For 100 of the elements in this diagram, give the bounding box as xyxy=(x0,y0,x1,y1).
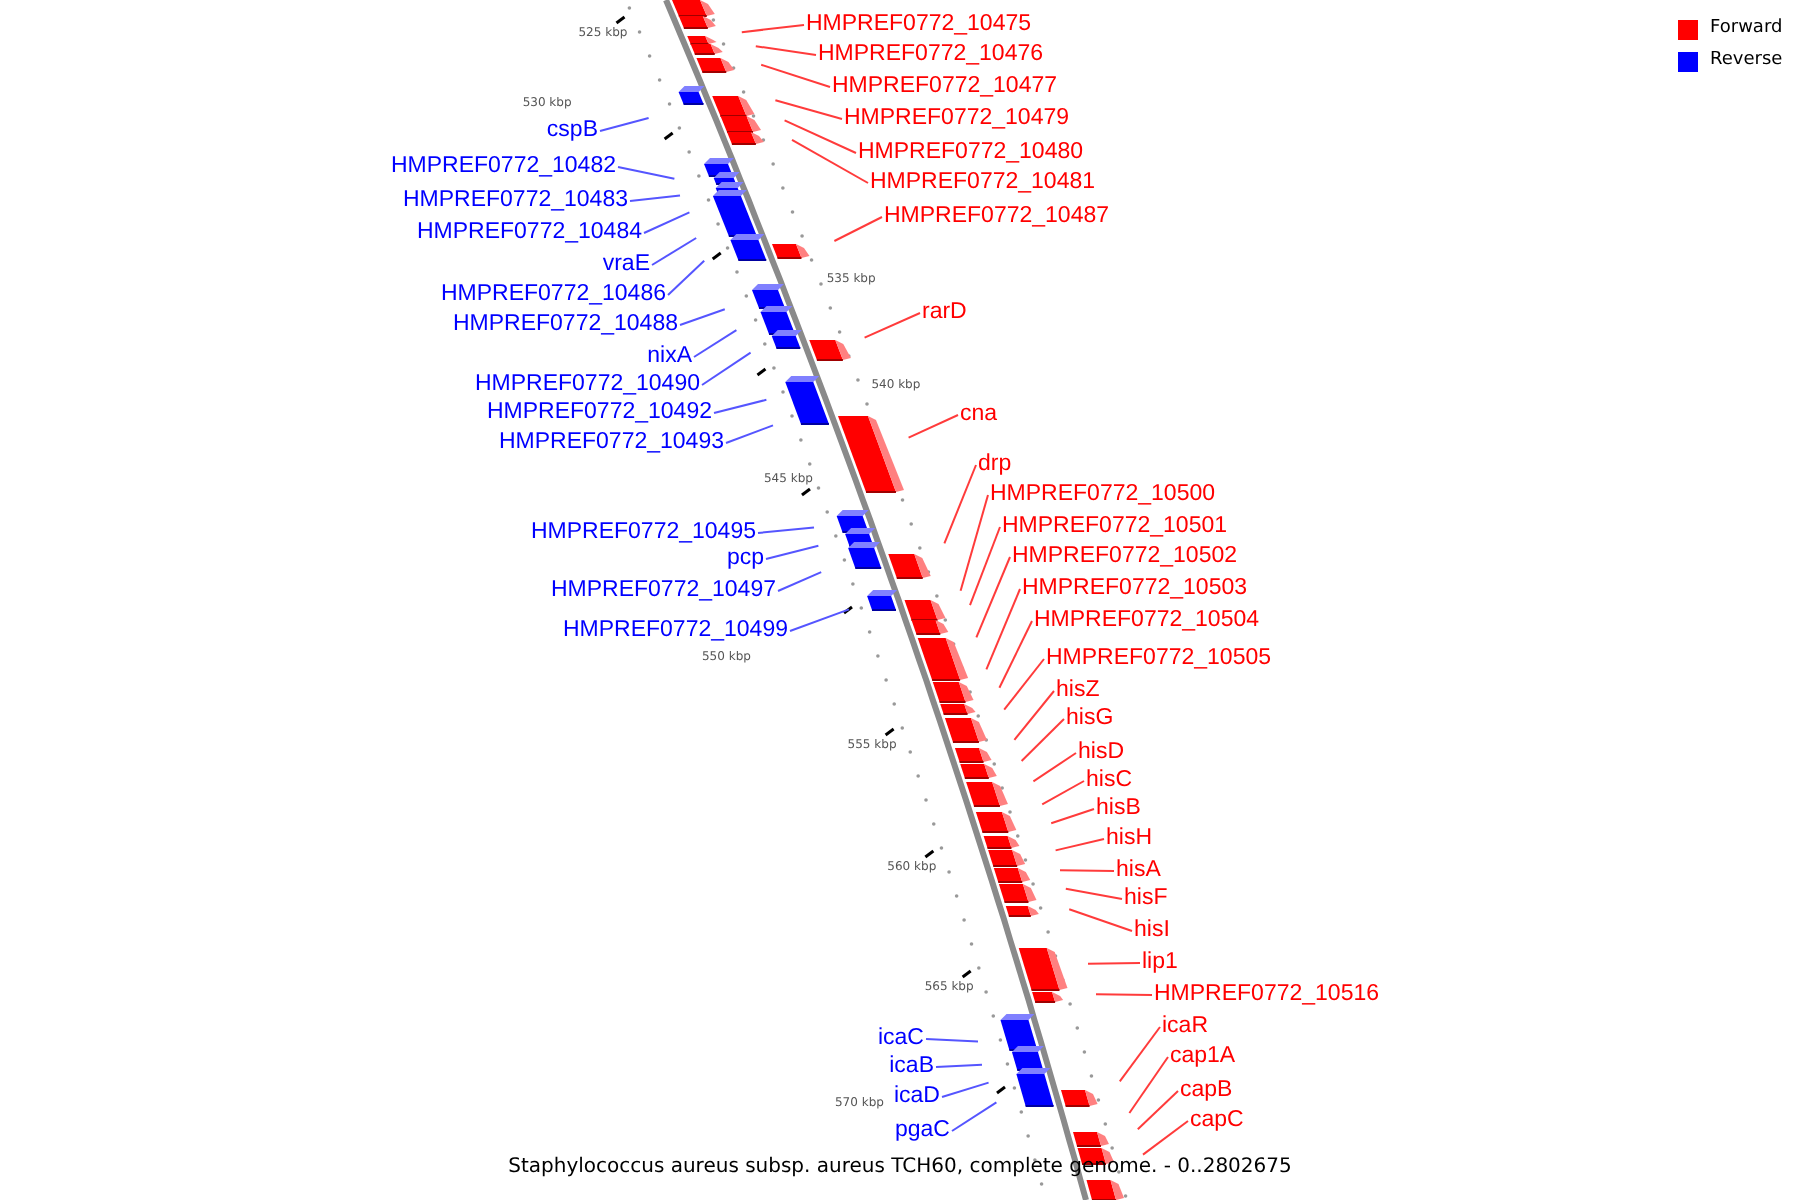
leader-line xyxy=(1032,752,1077,783)
gene-label: drp xyxy=(978,452,1012,478)
leader-line xyxy=(679,308,726,326)
gene-label: HMPREF0772_10477 xyxy=(832,74,1058,100)
leader-line xyxy=(925,1038,979,1043)
gene-label: icaD xyxy=(893,1084,940,1110)
gene-label: HMPREF0772_10497 xyxy=(550,578,776,604)
leader-line xyxy=(951,1101,998,1132)
gene-label: HMPREF0772_10493 xyxy=(498,430,724,456)
leader-line xyxy=(1087,962,1141,965)
gene-label: hisA xyxy=(1116,858,1161,884)
gene-label: HMPREF0772_10504 xyxy=(1034,608,1260,634)
gene-label: hisD xyxy=(1078,740,1125,766)
leader-line xyxy=(791,138,869,184)
leader-line xyxy=(740,24,805,34)
gene-label: cspB xyxy=(546,118,598,144)
gene-label: icaC xyxy=(877,1026,924,1052)
leader-line xyxy=(1128,1056,1169,1114)
leader-line xyxy=(757,526,815,534)
gene-label: icaR xyxy=(1162,1014,1209,1040)
gene-label: HMPREF0772_10483 xyxy=(402,188,628,214)
leader-line xyxy=(1059,869,1115,872)
leader-line xyxy=(985,588,1021,671)
leader-line xyxy=(1064,887,1123,900)
leader-line xyxy=(783,119,857,154)
gene-label: HMPREF0772_10495 xyxy=(530,520,756,546)
leader-line xyxy=(1013,690,1055,741)
leader-line xyxy=(760,63,831,88)
leader-line xyxy=(1041,780,1085,806)
leader-line xyxy=(1068,908,1133,932)
gene-label: hisF xyxy=(1124,886,1168,912)
gene-label: capC xyxy=(1190,1108,1244,1134)
leader-line xyxy=(774,99,843,120)
leader-line xyxy=(667,259,706,296)
gene-label: HMPREF0772_10499 xyxy=(562,618,788,644)
leader-line xyxy=(1136,1090,1179,1131)
leader-line xyxy=(754,45,817,56)
gene-label: HMPREF0772_10490 xyxy=(474,372,700,398)
gene-label: HMPREF0772_10505 xyxy=(1046,646,1272,672)
leader-line xyxy=(998,620,1033,689)
leader-line xyxy=(629,194,681,202)
gene-label: hisH xyxy=(1106,826,1153,852)
leader-line xyxy=(1142,1120,1189,1156)
gene-label: hisI xyxy=(1134,918,1170,944)
leader-line xyxy=(941,1081,990,1098)
gene-label: HMPREF0772_10502 xyxy=(1012,544,1238,570)
gene-label: HMPREF0772_10503 xyxy=(1022,576,1248,602)
gene-label: capB xyxy=(1180,1078,1233,1104)
leader-line xyxy=(907,414,959,439)
gene-label: hisB xyxy=(1096,796,1141,822)
leader-line xyxy=(1054,838,1105,852)
leader-line xyxy=(969,526,1001,607)
leader-line xyxy=(725,424,774,444)
leader-line xyxy=(693,329,738,358)
caption: Staphylococcus aureus subsp. aureus TCH60, complete genome. - 0..2802675 xyxy=(508,1156,1292,1178)
gene-label: vraE xyxy=(602,252,650,278)
leader-line xyxy=(1003,658,1045,711)
leader-line xyxy=(599,117,650,132)
gene-label: HMPREF0772_10492 xyxy=(486,400,712,426)
leader-line xyxy=(765,544,820,560)
leader-line xyxy=(1095,993,1153,996)
leader-line xyxy=(975,556,1011,639)
gene-label: HMPREF0772_10480 xyxy=(858,140,1084,166)
gene-label: HMPREF0772_10479 xyxy=(844,106,1070,132)
leader-line xyxy=(789,608,850,632)
gene-label: HMPREF0772_10481 xyxy=(870,170,1096,196)
leader-line xyxy=(833,216,883,242)
gene-label: HMPREF0772_10486 xyxy=(440,282,666,308)
gene-label: hisZ xyxy=(1056,678,1100,704)
gene-label: lip1 xyxy=(1142,950,1178,976)
gene-label: icaB xyxy=(889,1054,934,1080)
gene-label: HMPREF0772_10476 xyxy=(818,42,1044,68)
gene-label: cap1A xyxy=(1170,1044,1236,1070)
leader-line xyxy=(777,571,823,592)
gene-label: HMPREF0772_10484 xyxy=(416,220,642,246)
leader-line xyxy=(701,351,752,386)
gene-label: HMPREF0772_10487 xyxy=(884,204,1110,230)
gene-label: cna xyxy=(960,402,998,428)
gene-label: pgaC xyxy=(895,1118,950,1144)
leader-line xyxy=(643,211,691,234)
leader-line xyxy=(943,464,977,545)
gene-label: HMPREF0772_10488 xyxy=(452,312,678,338)
leader-line xyxy=(1050,808,1095,825)
gene-label: HMPREF0772_10482 xyxy=(390,154,616,180)
gene-label: hisC xyxy=(1086,768,1133,794)
gene-label: HMPREF0772_10501 xyxy=(1002,514,1228,540)
legend-label: Forward xyxy=(1710,18,1783,40)
gene-label: HMPREF0772_10500 xyxy=(990,482,1216,508)
legend-label: Reverse xyxy=(1710,50,1783,72)
leader-line xyxy=(863,312,921,339)
leader-line xyxy=(935,1063,983,1068)
gene-label: HMPREF0772_10516 xyxy=(1154,982,1380,1008)
gene-label: pcp xyxy=(726,546,764,572)
leader-line xyxy=(651,237,698,266)
leader-line xyxy=(617,166,676,180)
leader-line xyxy=(713,398,768,414)
leader-line xyxy=(1118,1026,1161,1083)
leader-line xyxy=(959,494,989,592)
gene-label: HMPREF0772_10475 xyxy=(806,12,1032,38)
gene-label: nixA xyxy=(647,344,692,370)
